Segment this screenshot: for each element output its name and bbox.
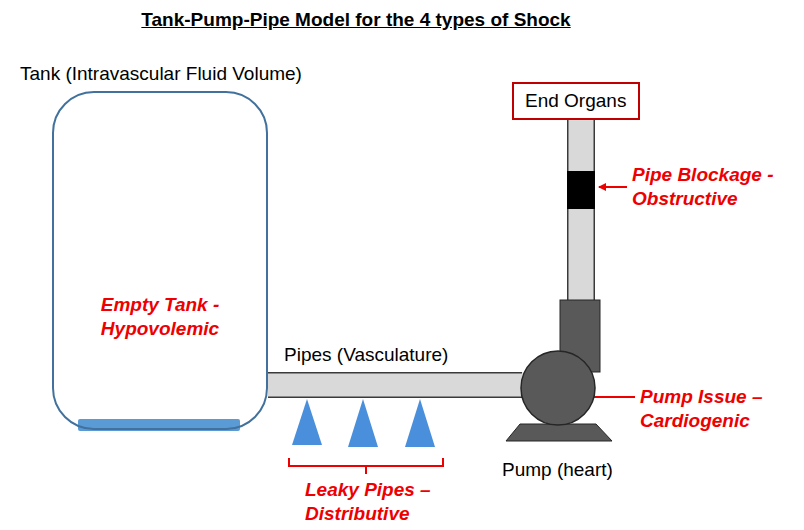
bracket [289,458,443,474]
pump-outline [520,350,596,426]
leak-drip [405,399,435,447]
pump-base [506,424,612,441]
organ-box: End Organs [512,82,640,120]
shock-type-label: Pump Issue – Cardiogenic [640,385,800,433]
pump-heading: Pump (heart) [502,458,613,482]
shock-type-label: Pipe Blockage - Obstructive [632,163,800,211]
pipe-label: Pipes (Vasculature) [284,343,448,367]
pipe-blockage [567,171,595,209]
pipe-bore [268,374,522,397]
tank-heading: Tank (Intravascular Fluid Volume) [20,62,302,86]
shock-type-label: Leaky Pipes – Distributive [305,478,465,526]
diagram-title: Tank-Pump-Pipe Model for the 4 types of … [0,8,712,32]
pump-circle: Pump (heart) [520,350,596,426]
box-text: End Organs [525,89,626,113]
leak-drip [292,399,322,445]
pipe-wall [268,372,522,398]
leak-drip [348,399,378,447]
leader-arrow [599,186,627,188]
pump-body [521,351,595,425]
shock-type-label: Empty Tank - Hypovolemic [72,293,248,341]
pipe-connector [268,385,522,386]
tank-shape: Tank (Intravascular Fluid Volume)Empty T… [52,91,268,430]
